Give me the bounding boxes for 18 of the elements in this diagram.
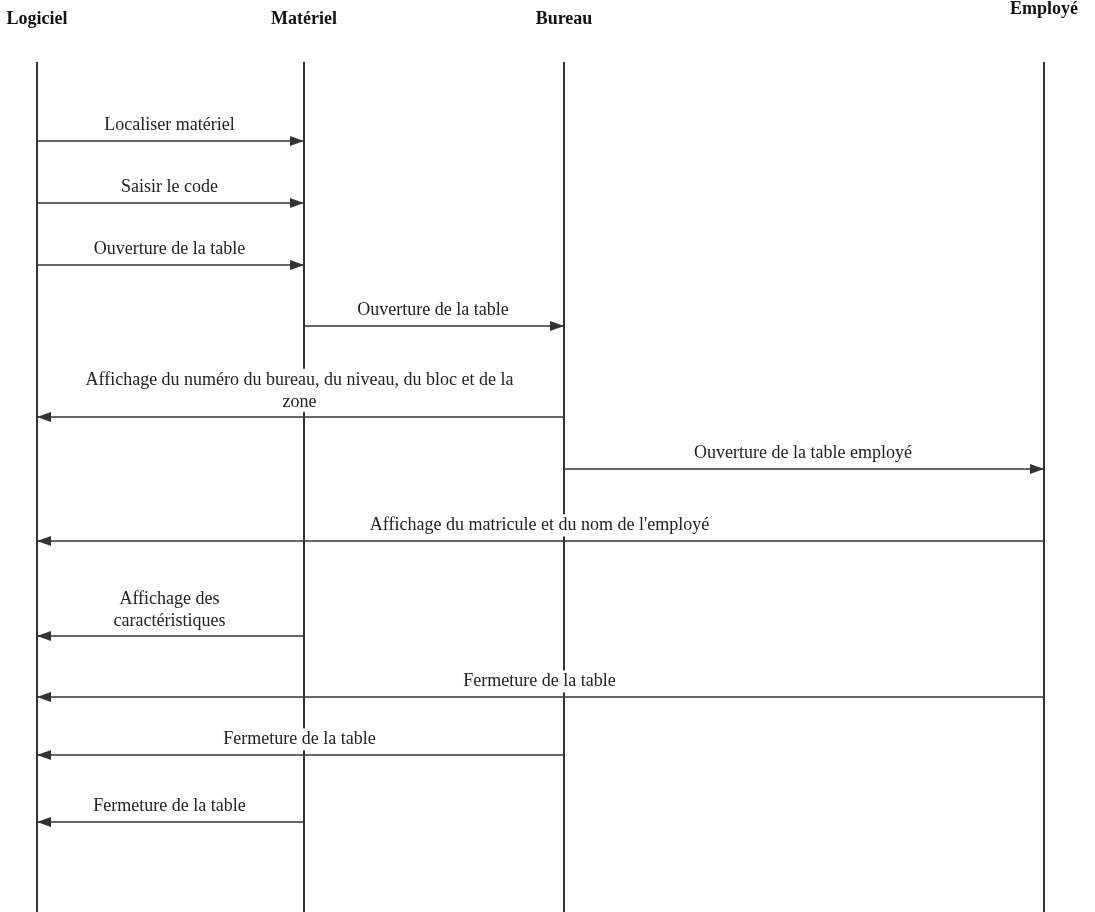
- message-arrow: [36, 692, 1045, 702]
- message-arrow: [303, 321, 565, 331]
- message-arrow: [563, 464, 1045, 474]
- message-arrow: [36, 817, 305, 827]
- message-arrow: [36, 260, 305, 270]
- message-arrow: [36, 750, 565, 760]
- edge-label: Ouverture de la table employé: [691, 442, 915, 464]
- message-arrow: [36, 631, 305, 641]
- actor-name: Bureau: [534, 8, 594, 29]
- actor-name: Employé: [1009, 0, 1079, 19]
- actor-name: Logiciel: [5, 8, 69, 29]
- message-arrow: [36, 536, 1045, 546]
- edge-label: Fermeture de la table: [460, 670, 619, 692]
- message-arrow: [36, 198, 305, 208]
- message-arrow: [36, 412, 565, 422]
- message-arrow: [36, 136, 305, 146]
- edge-label: Fermeture de la table: [220, 728, 379, 750]
- actor-name: Matériel: [270, 8, 338, 29]
